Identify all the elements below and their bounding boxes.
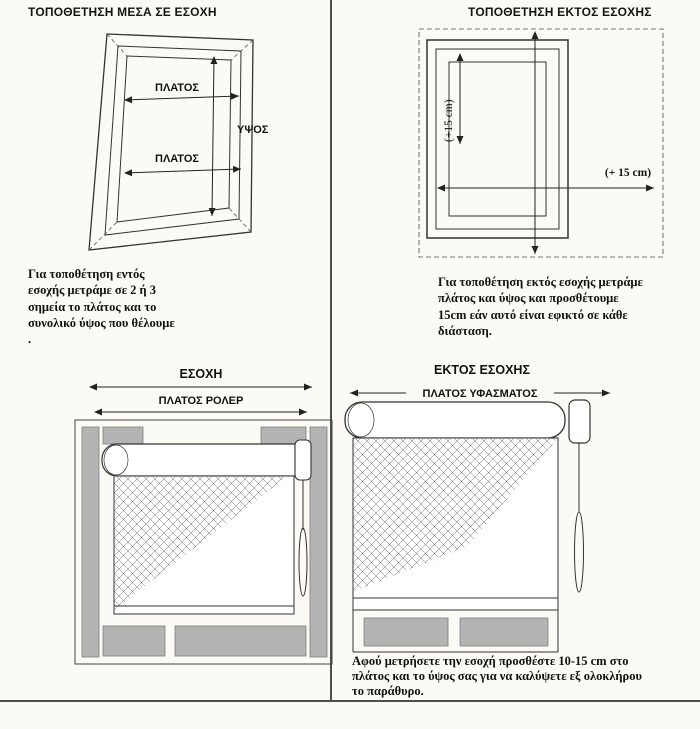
roller-tube	[101, 443, 311, 477]
window-inner-frame	[448, 61, 547, 217]
horizontal-divider	[0, 700, 700, 702]
roller-blind	[101, 439, 312, 615]
roller-end-cap	[347, 402, 375, 438]
inside-recess-caption: Για τοποθέτηση εντός εσοχής μετράμε σε 2…	[28, 267, 175, 346]
outside-recess-caption: Για τοποθέτηση εκτός εσοχής μετράμε πλάτ…	[438, 275, 643, 338]
height-label: ΥΨΟΣ	[237, 124, 269, 136]
roller-bracket	[294, 439, 312, 481]
height-add-label: (+15 cm)	[443, 99, 455, 142]
recess-depth-dashed-lines	[88, 33, 254, 251]
inside-recess-window-diagram: ΠΛΑΤΟΣ ΥΨΟΣ ΠΛΑΤΟΣ	[88, 33, 269, 251]
wall-bottom-left	[102, 625, 166, 657]
chain-loop	[298, 527, 308, 597]
roller-end-cap	[103, 444, 129, 476]
width-label-bottom: ΠΛΑΤΟΣ	[155, 153, 199, 165]
wall-right	[309, 426, 328, 658]
fabric-width-label: ΠΛΑΤΟΣ ΥΦΑΣΜΑΤΟΣ	[423, 388, 538, 400]
outside-roller-title: ΕΚΤΟΣ ΕΣΟΧΗΣ	[434, 363, 530, 377]
wall-outline	[74, 419, 333, 665]
recess-outer-edge	[88, 33, 254, 251]
fabric-mesh	[114, 476, 288, 610]
width-arrow-bottom	[124, 165, 242, 177]
window-outer-frame	[426, 39, 569, 239]
sash-left	[363, 617, 449, 647]
outside-recess-window-diagram: (+15 cm) (+ 15 cm)	[418, 28, 664, 258]
measure-arrows	[437, 31, 654, 254]
section-title-outside-recess: ΤΟΠΟΘΕΤΗΣΗ ΕΚΤΟΣ ΕΣΟΧΗΣ	[468, 5, 652, 19]
outside-roller-caption: Αφού μετρήσετε την εσοχή προσθέστε 10-15…	[352, 654, 642, 698]
chain-loop	[574, 511, 584, 593]
window-recess-frame	[88, 33, 254, 251]
width-arrow-top	[124, 92, 240, 104]
wall-bottom-right	[174, 625, 307, 657]
height-arrow	[208, 56, 218, 217]
roller-outside-recess-diagram: ΕΚΤΟΣ ΕΣΟΧΗΣ ΠΛΑΤΟΣ ΥΦΑΣΜΑΤΟΣ	[344, 363, 610, 653]
vertical-divider	[330, 0, 332, 701]
outside-mount-dashed-outline	[418, 28, 664, 258]
recess-inner-edge	[116, 55, 232, 223]
roller-bracket	[568, 399, 591, 444]
window-below-blind	[352, 610, 559, 653]
roller-width-label: ΠΛΑΤΟΣ ΡΟΛΕΡ	[159, 395, 244, 407]
fabric-mesh	[353, 438, 558, 592]
section-title-inside-recess: ΤΟΠΟΘΕΤΗΣΗ ΜΕΣΑ ΣΕ ΕΣΟΧΗ	[28, 5, 217, 19]
wall-left	[81, 426, 100, 658]
roller-blind	[344, 399, 591, 611]
window-frame	[426, 39, 569, 239]
wall-top-left	[102, 426, 144, 445]
wall-sections	[81, 426, 328, 658]
recess-label: ΕΣΟΧΗ	[180, 367, 223, 381]
roller-tube	[344, 401, 566, 439]
roller-in-recess-diagram: ΕΣΟΧΗ ΠΛΑΤΟΣ ΡΟΛΕΡ	[74, 367, 333, 665]
measure-arrows	[124, 56, 242, 217]
width-label-top: ΠΛΑΤΟΣ	[155, 82, 199, 94]
sash-right	[459, 617, 549, 647]
window-mid-frame	[435, 48, 560, 230]
width-add-label: (+ 15 cm)	[605, 167, 651, 179]
